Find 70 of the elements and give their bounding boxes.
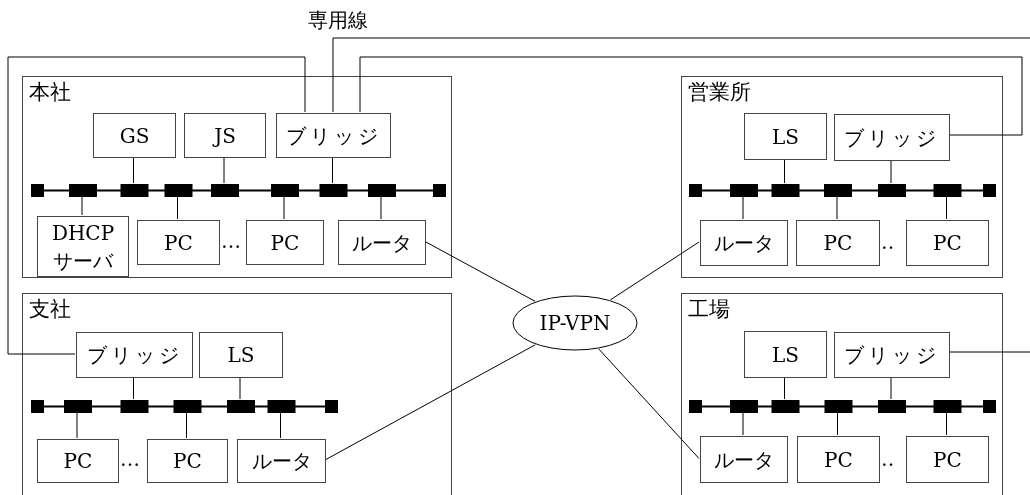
device-box: JS (184, 113, 266, 158)
cable-line (609, 241, 700, 301)
ellipsis-dots: ‥ (881, 230, 895, 254)
site-label: 本社 (29, 79, 71, 105)
device-box: ブリッジ (834, 332, 950, 378)
leased-line (359, 56, 1023, 136)
cable-line (283, 195, 285, 220)
cable-line (280, 411, 281, 439)
cable-line (742, 195, 744, 220)
lan-bus (31, 184, 446, 197)
device-box: PC (906, 436, 989, 483)
site-label: 営業所 (688, 79, 751, 105)
site-box (681, 293, 1003, 495)
device-box: PC (137, 220, 220, 265)
site-label: 工場 (688, 296, 730, 322)
cable-line (177, 195, 178, 220)
device-box: LS (199, 332, 283, 378)
cable-line (784, 376, 785, 400)
cable-line (837, 411, 838, 436)
device-box: DHCP サーバ (37, 216, 129, 277)
cable-line (946, 411, 947, 436)
site-label: 支社 (29, 296, 71, 322)
site-box (681, 76, 1003, 278)
device-box: PC (246, 220, 324, 265)
leased-line (332, 37, 1030, 113)
device-box: GS (93, 113, 176, 158)
device-box: ブリッジ (76, 332, 193, 378)
lan-bus (31, 400, 338, 413)
device-box: ブリッジ (834, 114, 950, 161)
cable-line (81, 195, 83, 216)
cable-line (836, 195, 838, 220)
device-box: PC (796, 220, 880, 266)
cable-line (890, 376, 892, 400)
cable-line (598, 348, 700, 459)
device-box: LS (744, 331, 827, 378)
device-box: ルータ (237, 439, 326, 483)
cable-line (424, 241, 536, 302)
ellipsis-dots: … (120, 447, 140, 471)
cable-line (186, 411, 187, 439)
device-box: PC (906, 220, 989, 266)
network-ellipse: IP-VPN (512, 295, 638, 351)
site-box (22, 76, 452, 278)
device-box: LS (744, 113, 827, 160)
cable-line (784, 158, 785, 184)
device-box: PC (37, 439, 119, 483)
cable-line (223, 156, 225, 184)
device-box: PC (147, 439, 228, 483)
cable-line (890, 159, 892, 184)
ellipsis-dots: … (221, 229, 241, 253)
cable-line (76, 411, 78, 439)
cable-line (946, 195, 947, 220)
lan-bus (689, 184, 996, 197)
cable-line (239, 376, 241, 400)
site-box (22, 293, 452, 495)
cable-line (133, 376, 134, 400)
device-box: ルータ (700, 436, 788, 483)
device-box: ルータ (338, 220, 426, 265)
ellipsis-dots: ‥ (881, 447, 895, 471)
cable-line (324, 344, 536, 461)
cable-line (380, 195, 382, 220)
device-box: ブリッジ (276, 113, 391, 158)
lan-bus (689, 400, 996, 413)
leased-line (7, 56, 306, 355)
device-box: ルータ (700, 220, 788, 266)
cable-line (742, 411, 744, 436)
device-box: PC (797, 436, 880, 483)
line-label: 専用線 (308, 8, 368, 32)
cable-line (332, 156, 333, 184)
leased-line (948, 351, 1030, 353)
cable-line (133, 156, 134, 184)
